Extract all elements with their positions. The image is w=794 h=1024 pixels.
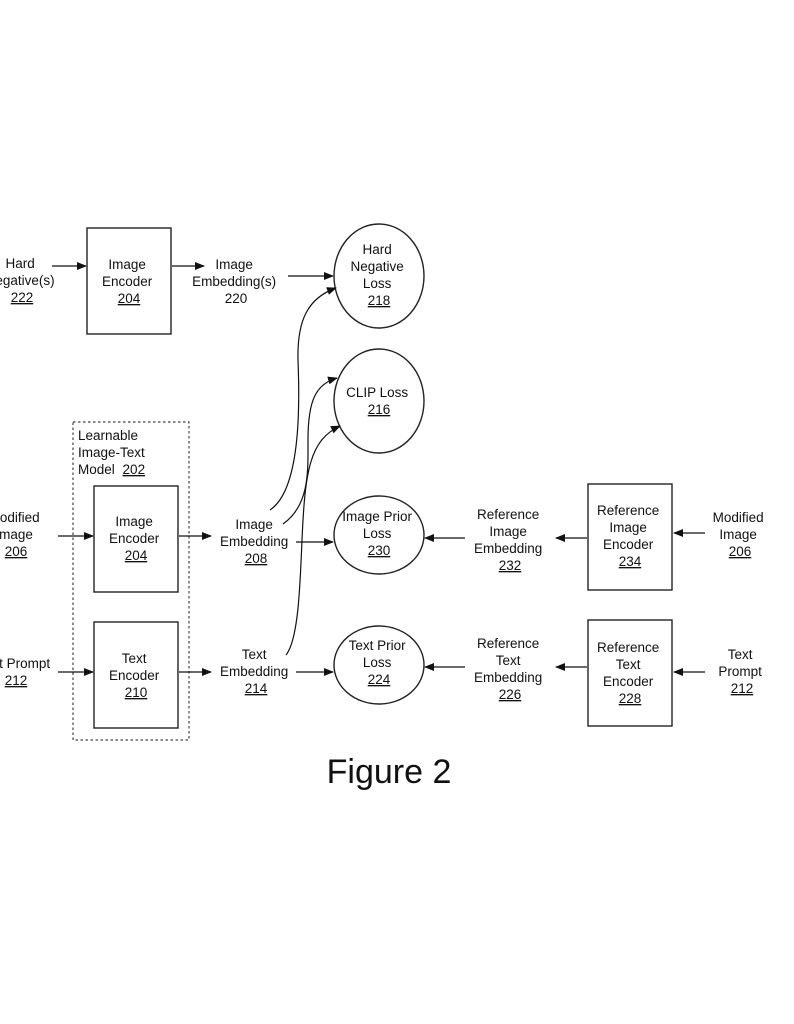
label-line: Modified (713, 510, 764, 525)
text-encoder-label: Text Encoder 210 (109, 651, 163, 700)
label-line: Image Prior (342, 509, 412, 524)
label-line: Negative(s) (0, 273, 55, 288)
text-prior-loss-label: Text Prior Loss 224 (349, 638, 410, 687)
label-line: Embedding (220, 664, 288, 679)
label-line: Encoder (109, 531, 160, 546)
label-line: Reference (477, 507, 539, 522)
text-encoder-box (93, 621, 179, 729)
label-line: Text (496, 653, 521, 668)
label-line: Modified (0, 510, 40, 525)
image-prior-loss-label: Image Prior Loss 230 (342, 509, 416, 558)
reference-image-embedding-label: Reference Image Embedding 232 (474, 507, 546, 573)
label-line: Prompt (718, 664, 762, 679)
hard-negative-loss-label: Hard Negative Loss 218 (350, 242, 407, 308)
reference-text-embedding-label: Reference Text Embedding 226 (474, 636, 546, 702)
label-line: Image (719, 527, 757, 542)
label-line: Negative (350, 259, 403, 274)
label-line: Reference (477, 636, 539, 651)
label-line: Embedding (474, 670, 542, 685)
label-line: Text (728, 647, 753, 662)
reference-number: 212 (5, 673, 28, 688)
reference-number: 234 (619, 554, 642, 569)
label-line: Encoder (603, 537, 654, 552)
reference-number: 214 (245, 681, 268, 696)
reference-number: 212 (731, 681, 754, 696)
modified-image-left-label: Modified Image 206 (0, 510, 43, 559)
label-line: Hard (362, 242, 391, 257)
label-line: Reference (597, 640, 659, 655)
label-line: Image (115, 514, 153, 529)
label-line: CLIP Loss (346, 385, 408, 400)
reference-image-encoder-box (587, 483, 673, 591)
learnable-model-boundary (72, 421, 190, 741)
label-line: Image (215, 257, 253, 272)
reference-text-encoder-box (587, 619, 673, 727)
label-line: Embedding(s) (192, 274, 276, 289)
image-encoder-top-label: Image Encoder 204 (102, 257, 156, 306)
label-line: Image (235, 517, 273, 532)
label-line: Image (0, 527, 33, 542)
label-line: Text (122, 651, 147, 666)
reference-image-encoder-label: Reference Image Encoder 234 (597, 503, 663, 569)
clip-loss-label: CLIP Loss 216 (346, 385, 412, 417)
label-line: Image-Text (78, 445, 145, 460)
label-line: Encoder (603, 674, 654, 689)
reference-number: 228 (619, 691, 642, 706)
reference-number: 222 (11, 290, 34, 305)
label-line: Learnable (78, 428, 138, 443)
image-embeddings-label: Image Embedding(s) 220 (192, 257, 280, 306)
image-encoder-label: Image Encoder 204 (109, 514, 163, 563)
label-line: Embedding (220, 534, 288, 549)
modified-image-right-label: Modified Image 206 (713, 510, 768, 559)
reference-number: 230 (368, 543, 391, 558)
label-line: Encoder (109, 668, 160, 683)
label-line: Text Prior (349, 638, 407, 653)
reference-number: 210 (125, 685, 148, 700)
learnable-model-label: Learnable Image-Text Model 202 (78, 428, 149, 477)
text-embedding-label: Text Embedding 214 (220, 647, 292, 696)
figure-caption: Figure 2 (327, 753, 452, 791)
label-line: Reference (597, 503, 659, 518)
reference-number: 202 (123, 462, 146, 477)
label-line: Text (616, 657, 641, 672)
clip-loss-circle (333, 348, 425, 454)
label-line: Model (78, 462, 115, 477)
reference-text-encoder-label: Reference Text Encoder 228 (597, 640, 663, 706)
image-encoder-top-box (86, 227, 172, 335)
hard-negative-loss-circle (333, 223, 425, 329)
arrow-image-embedding-to-clip-loss (282, 376, 338, 525)
label-line: Image (108, 257, 146, 272)
reference-number: 208 (245, 551, 268, 566)
reference-number: 216 (368, 402, 391, 417)
label-line: Loss (363, 526, 392, 541)
reference-number: 206 (5, 544, 28, 559)
reference-number: 224 (368, 672, 391, 687)
reference-number: 220 (225, 291, 248, 306)
reference-number: 232 (499, 558, 522, 573)
reference-number: 204 (125, 548, 148, 563)
reference-number: 218 (368, 293, 391, 308)
text-prompt-left-label: Text Prompt 212 (0, 656, 54, 688)
reference-number: 206 (729, 544, 752, 559)
reference-number: 226 (499, 687, 522, 702)
label-line: Text Prompt (0, 656, 50, 671)
label-line: Encoder (102, 274, 153, 289)
label-line: Image (609, 520, 647, 535)
arrow-image-embedding-to-hard-negative-loss (269, 287, 337, 511)
label-line: Image (489, 524, 527, 539)
label-line: Loss (363, 655, 392, 670)
image-embedding-label: Image Embedding 208 (220, 517, 292, 566)
arrow-text-embedding-to-clip-loss (285, 425, 341, 656)
text-prompt-right-label: Text Prompt 212 (718, 647, 765, 696)
label-line: Embedding (474, 541, 542, 556)
label-line: Hard (5, 256, 34, 271)
label-line: Loss (363, 276, 392, 291)
label-line: Text (242, 647, 267, 662)
hard-negatives-label: Hard Negative(s) 222 (0, 256, 58, 305)
image-encoder-box (93, 485, 179, 593)
reference-number: 204 (118, 291, 141, 306)
